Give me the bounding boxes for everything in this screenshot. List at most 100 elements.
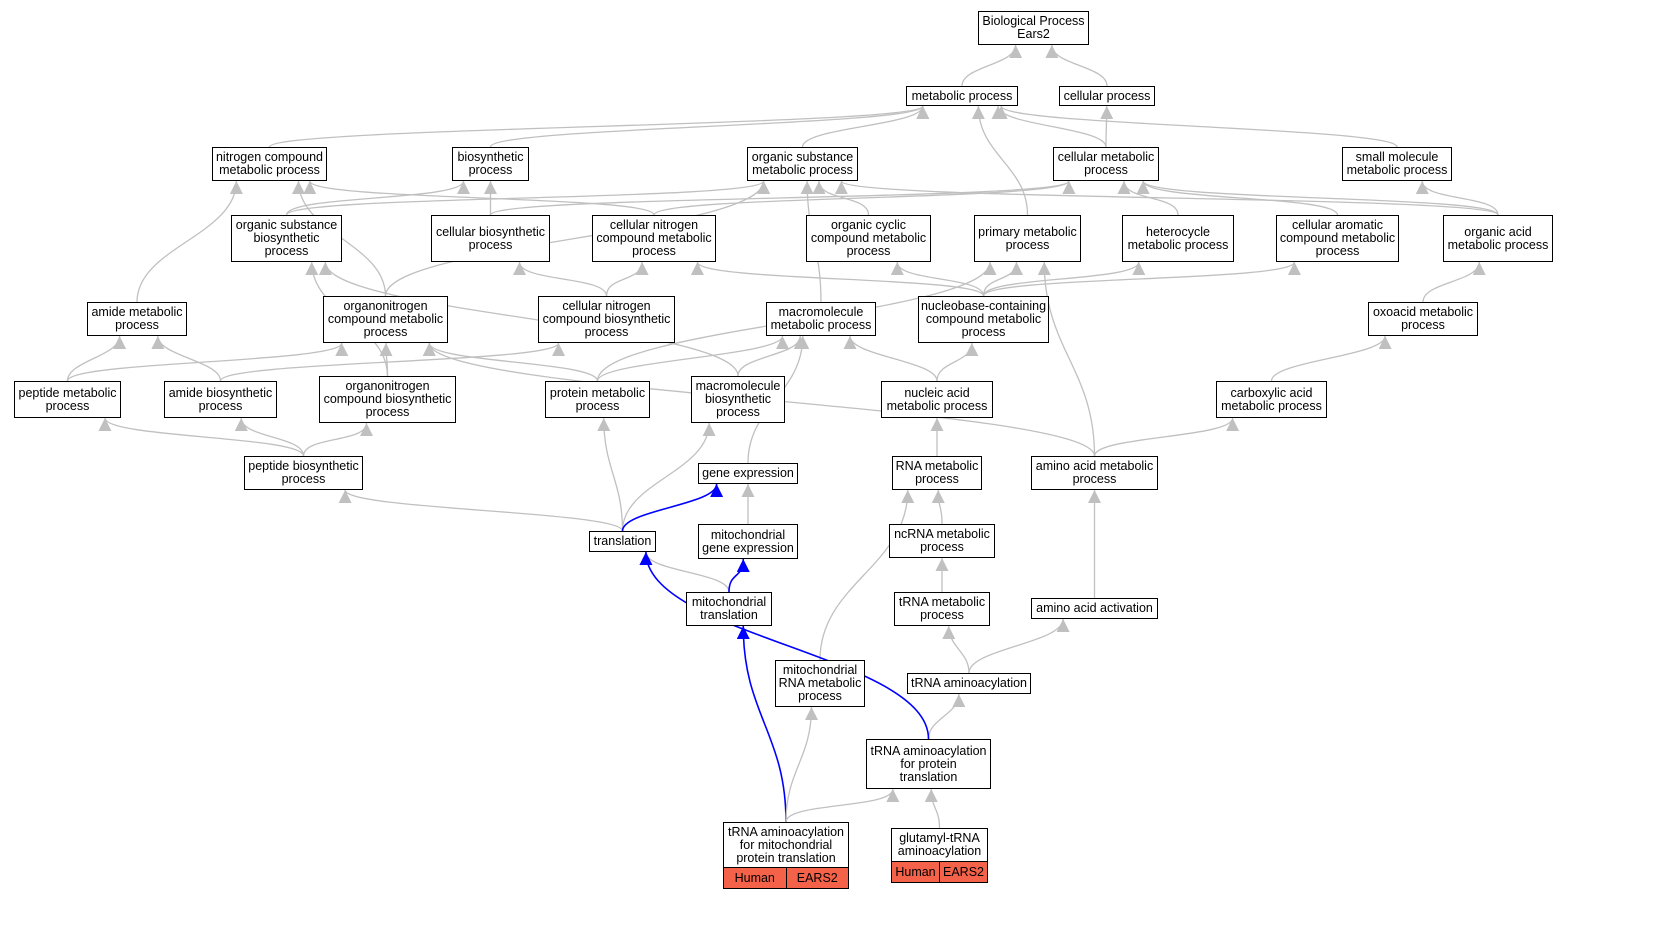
- node-cellular-metabolic-process[interactable]: cellular metabolic process: [1053, 147, 1159, 181]
- node-organonitrogen-compound-biosynthetic-process[interactable]: organonitrogen compound biosynthetic pro…: [319, 376, 456, 423]
- edge-trna_aminoacylation-to-trna_metabolic: [942, 625, 970, 674]
- edge-organic_acid-to-small_molecule: [1415, 180, 1499, 216]
- node-peptide-metabolic-process[interactable]: peptide metabolic process: [14, 381, 121, 418]
- node-biological-process-ears2[interactable]: Biological Process Ears2: [978, 11, 1089, 45]
- edge-nucleobase-to-organic_cyclic: [890, 261, 985, 297]
- node-organic-cyclic-compound-metabolic-process[interactable]: organic cyclic compound metabolic proces…: [806, 215, 931, 262]
- node-mitochondrial-translation[interactable]: mitochondrial translation: [686, 592, 772, 626]
- node-label: organic substance biosynthetic process: [235, 218, 338, 258]
- node-cellular-nitrogen-compound-metabolic-process[interactable]: cellular nitrogen compound metabolic pro…: [592, 215, 716, 262]
- edge-mito_rna-to-rna_metabolic: [819, 489, 915, 661]
- edge-amide_biosynth-to-cell_nitrogen_biosynth: [219, 342, 565, 382]
- node-primary-metabolic-process[interactable]: primary metabolic process: [974, 215, 1081, 262]
- edge-carboxylic_acid-to-oxoacid: [1270, 335, 1392, 382]
- edge-nucleobase-to-primary_metabolic: [982, 261, 1023, 297]
- edge-translation-to-macromolecule_biosynth: [621, 422, 716, 532]
- node-trna-aminoacylation-for-protein-translation[interactable]: tRNA aminoacylation for protein translat…: [866, 739, 991, 789]
- node-organic-acid-metabolic-process[interactable]: organic acid metabolic process: [1443, 215, 1553, 262]
- edge-org_sub_biosynth-to-organic_substance: [285, 180, 770, 216]
- node-label: organic cyclic compound metabolic proces…: [810, 218, 927, 258]
- node-rna-metabolic-process[interactable]: RNA metabolic process: [892, 456, 982, 490]
- node-organic-substance-biosynthetic-process[interactable]: organic substance biosynthetic process: [231, 215, 342, 262]
- node-metabolic-process[interactable]: metabolic process: [906, 86, 1018, 106]
- node-label: cellular process: [1063, 88, 1151, 103]
- edge-macromolecule_biosynth-to-org_sub_biosynth: [318, 261, 739, 377]
- node-cellular-nitrogen-compound-biosynthetic-process[interactable]: cellular nitrogen compound biosynthetic …: [538, 296, 675, 343]
- node-label: translation: [593, 534, 652, 548]
- species-cell[interactable]: Human: [892, 862, 939, 882]
- node-macromolecule-metabolic-process[interactable]: macromolecule metabolic process: [766, 302, 876, 336]
- node-label: mitochondrial translation: [691, 595, 767, 622]
- node-oxoacid-metabolic-process[interactable]: oxoacid metabolic process: [1368, 302, 1478, 336]
- edge-amino_acid_metabolic-to-primary_metabolic: [1037, 261, 1096, 457]
- node-amino-acid-activation[interactable]: amino acid activation: [1031, 598, 1158, 619]
- edge-protein_metabolic-to-macromolecule_met: [596, 335, 789, 382]
- node-label: amino acid activation: [1036, 601, 1153, 615]
- node-mitochondrial-rna-metabolic-process[interactable]: mitochondrial RNA metabolic process: [775, 660, 865, 707]
- edge-org_sub_biosynth-to-biosynthetic: [285, 180, 470, 216]
- edge-amide_metabolic-to-nitrogen_compound: [136, 180, 243, 303]
- node-label: RNA metabolic process: [895, 459, 979, 486]
- edge-mito_translation-to-mito_gene_expression: [728, 558, 750, 593]
- edge-cellular_metabolic-to-cellular_process: [1100, 105, 1114, 148]
- node-nucleobase-containing-compound-metabolic-process[interactable]: nucleobase-containing compound metabolic…: [918, 296, 1049, 343]
- edge-organic_acid-to-cellular_metabolic: [1136, 180, 1499, 216]
- node-amide-metabolic-process[interactable]: amide metabolic process: [87, 302, 187, 336]
- edge-ncrna-to-rna_metabolic: [931, 489, 945, 525]
- node-label: cellular aromatic compound metabolic pro…: [1279, 218, 1396, 258]
- node-label: metabolic process: [911, 88, 1013, 103]
- node-label: biosynthetic process: [457, 150, 524, 177]
- node-label: cellular nitrogen compound biosynthetic …: [542, 299, 671, 339]
- edge-small_molecule-to-metabolic: [994, 105, 1398, 148]
- node-label: tRNA aminoacylation for protein translat…: [870, 743, 987, 784]
- node-label: Biological Process Ears2: [982, 14, 1085, 41]
- node-trna-aminoacylation-for-mitochondrial-protein-translation[interactable]: tRNA aminoacylation for mitochondrial pr…: [723, 822, 849, 889]
- gene-cell[interactable]: EARS2: [785, 868, 848, 888]
- node-gene-expression[interactable]: gene expression: [698, 463, 798, 484]
- edge-cell_nitrogen_comp-to-nitrogen_compound: [303, 180, 655, 216]
- node-label: ncRNA metabolic process: [894, 527, 990, 554]
- node-label: tRNA metabolic process: [898, 595, 986, 622]
- node-amino-acid-metabolic-process[interactable]: amino acid metabolic process: [1031, 456, 1158, 490]
- node-translation[interactable]: translation: [589, 531, 656, 552]
- node-organic-substance-metabolic-process[interactable]: organic substance metabolic process: [747, 147, 858, 181]
- edge-cell_nitrogen_biosynth-to-cellular_biosynth: [513, 261, 608, 297]
- edge-translation-to-gene_expression: [621, 483, 724, 532]
- node-trna-aminoacylation[interactable]: tRNA aminoacylation: [907, 673, 1031, 694]
- node-ncrna-metabolic-process[interactable]: ncRNA metabolic process: [889, 524, 995, 558]
- node-label: cellular biosynthetic process: [435, 224, 546, 252]
- edge-nucleic_acid-to-nucleobase: [936, 342, 979, 382]
- edge-peptide_biosynth-to-peptide_metabolic: [98, 417, 305, 457]
- node-nitrogen-compound-metabolic-process[interactable]: nitrogen compound metabolic process: [212, 147, 327, 181]
- node-small-molecule-metabolic-process[interactable]: small molecule metabolic process: [1342, 147, 1452, 181]
- node-protein-metabolic-process[interactable]: protein metabolic process: [545, 381, 650, 418]
- edge-oxoacid-to-organic_acid: [1422, 261, 1486, 303]
- node-nucleic-acid-metabolic-process[interactable]: nucleic acid metabolic process: [881, 381, 993, 418]
- node-macromolecule-biosynthetic-process[interactable]: macromolecule biosynthetic process: [691, 376, 785, 423]
- node-organonitrogen-compound-metabolic-process[interactable]: organonitrogen compound metabolic proces…: [323, 296, 448, 343]
- node-cellular-biosynthetic-process[interactable]: cellular biosynthetic process: [431, 215, 550, 262]
- node-glutamyl-trna-aminoacylation[interactable]: glutamyl-tRNA aminoacylation Human EARS2: [891, 828, 988, 883]
- node-label: carboxylic acid metabolic process: [1221, 385, 1322, 413]
- edge-peptide_metabolic-to-amide_metabolic: [66, 335, 127, 382]
- edge-nucleobase-to-cell_aromatic: [982, 261, 1301, 297]
- node-label: nucleobase-containing compound metabolic…: [920, 299, 1047, 339]
- edge-cellular_process-to-root: [1045, 44, 1108, 87]
- edge-organic_acid-to-organic_substance: [835, 180, 1499, 216]
- node-label: small molecule metabolic process: [1346, 150, 1448, 177]
- node-cellular-aromatic-compound-metabolic-process[interactable]: cellular aromatic compound metabolic pro…: [1276, 215, 1399, 262]
- node-label: protein metabolic process: [549, 385, 646, 413]
- node-trna-metabolic-process[interactable]: tRNA metabolic process: [894, 592, 990, 626]
- gene-cell[interactable]: EARS2: [939, 862, 987, 882]
- node-peptide-biosynthetic-process[interactable]: peptide biosynthetic process: [244, 456, 363, 490]
- edge-nitrogen_compound-to-metabolic: [268, 105, 929, 148]
- node-amide-biosynthetic-process[interactable]: amide biosynthetic process: [164, 381, 277, 418]
- node-cellular-process[interactable]: cellular process: [1059, 86, 1155, 106]
- node-heterocycle-metabolic-process[interactable]: heterocycle metabolic process: [1122, 215, 1234, 262]
- species-cell[interactable]: Human: [724, 868, 786, 888]
- edge-amino_acid_metabolic-to-carboxylic_acid: [1093, 417, 1240, 457]
- node-carboxylic-acid-metabolic-process[interactable]: carboxylic acid metabolic process: [1216, 381, 1327, 418]
- node-biosynthetic-process[interactable]: biosynthetic process: [452, 147, 529, 181]
- node-mitochondrial-gene-expression[interactable]: mitochondrial gene expression: [698, 524, 798, 559]
- node-label: amide biosynthetic process: [168, 385, 273, 413]
